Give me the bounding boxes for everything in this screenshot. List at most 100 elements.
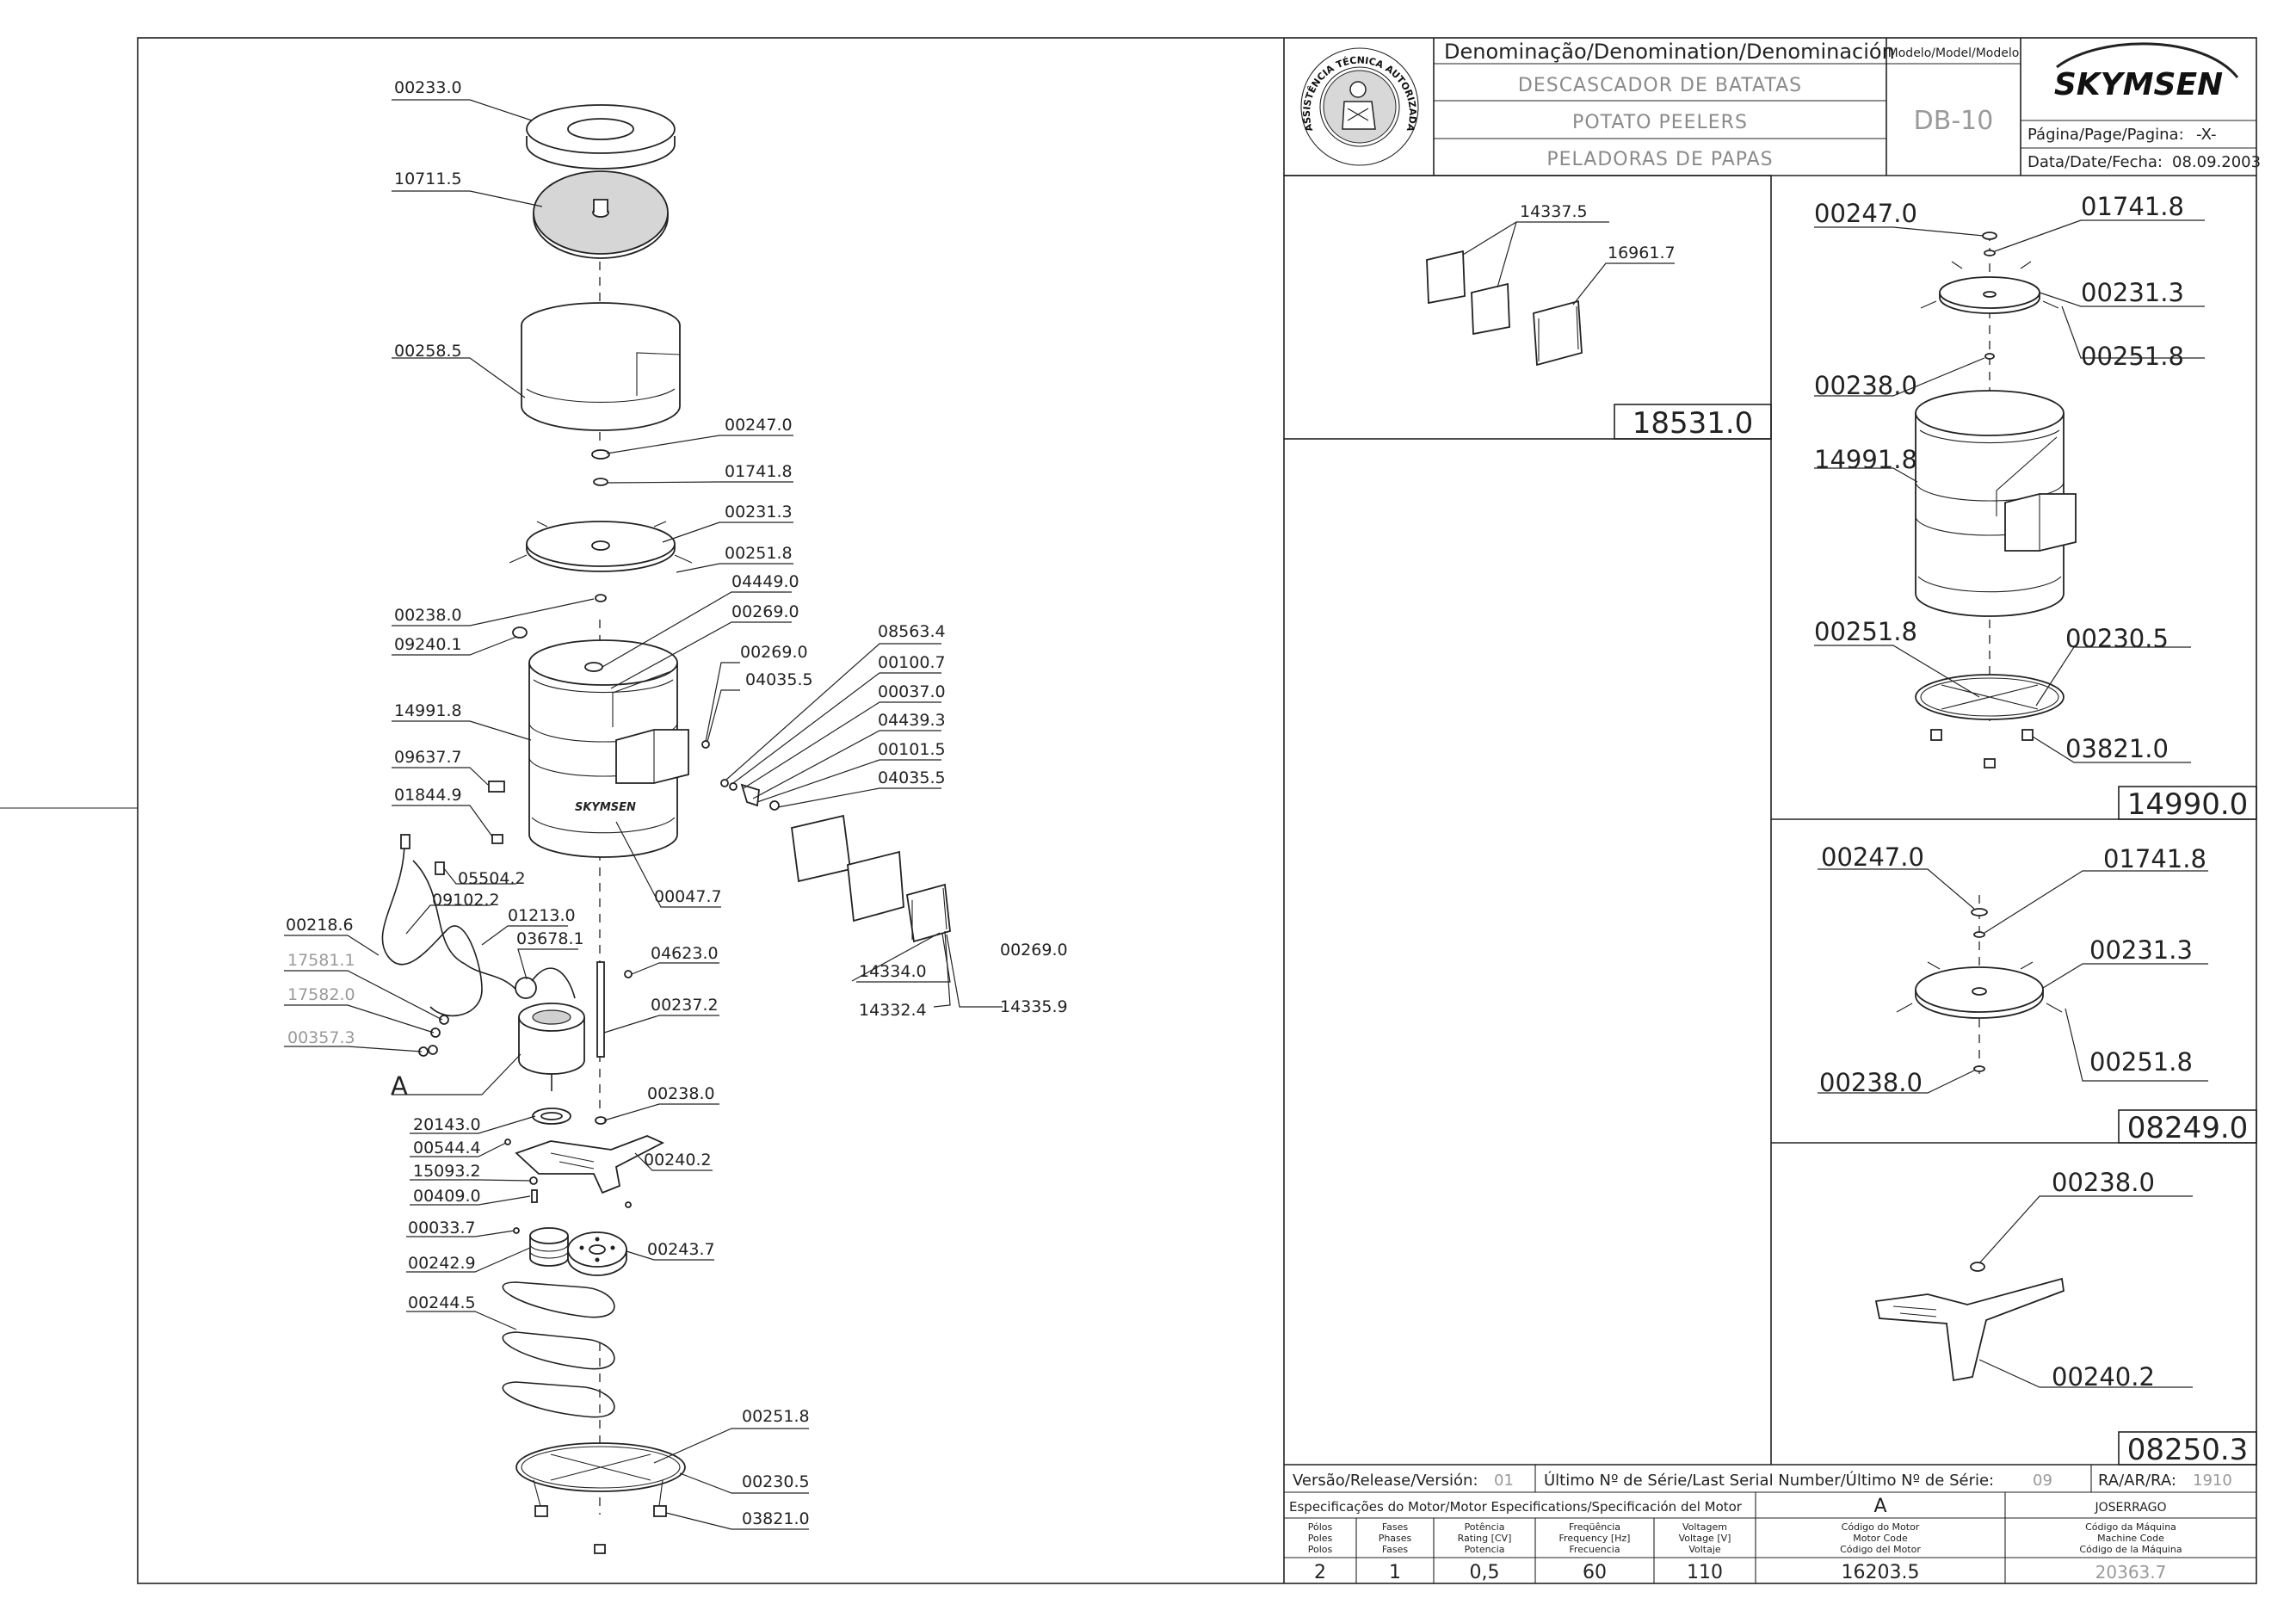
main-label: 00101.5 [878, 740, 946, 759]
spec-col-header: Rating [CV] [1458, 1533, 1512, 1544]
main-label: 00231.3 [725, 503, 793, 521]
main-label: 04035.5 [878, 768, 946, 787]
spec-col-header: Potencia [1465, 1544, 1505, 1555]
name-english: POTATO PEELERS [1572, 112, 1748, 133]
kit-18531-panel: 14337.5 16961.7 18531.0 [1426, 202, 1772, 441]
drawing-author: JOSERRAGO [2095, 1501, 2167, 1515]
spec-col-header: Freqüência [1569, 1521, 1620, 1533]
page-value: -X- [2196, 126, 2217, 144]
kit-14990-label: 01741.8 [2081, 192, 2184, 221]
kit-08249-label: 00251.8 [2089, 1047, 2193, 1077]
main-label: 05504.2 [458, 869, 526, 888]
main-label: 04439.3 [878, 711, 946, 730]
main-label: 00251.8 [742, 1407, 810, 1426]
spec-frequency-value: 60 [1583, 1562, 1607, 1583]
capacitor-small-parts [418, 1015, 449, 1057]
kit-14990-label: 03821.0 [2065, 734, 2169, 763]
main-label: 15093.2 [413, 1162, 481, 1181]
kit-18531-label: 14337.5 [1520, 202, 1588, 221]
spec-col-header: Fases [1382, 1544, 1409, 1555]
main-label: 03678.1 [516, 929, 584, 948]
main-label: 01844.9 [394, 786, 462, 805]
base-00230-part [1915, 674, 2065, 768]
main-leader-lines [284, 99, 1003, 1530]
main-label: 00409.0 [413, 1187, 481, 1206]
page-label: Página/Page/Pagina: [2028, 126, 2184, 144]
main-label: 00251.8 [725, 544, 793, 563]
spec-col-header: Potência [1465, 1521, 1505, 1533]
handle-knob-09240-part [512, 626, 528, 639]
nut-00238-part [1973, 1065, 1985, 1072]
distributor-plate-00231-part [509, 521, 693, 572]
main-label: 03821.0 [742, 1509, 810, 1528]
main-label: 00357.3 [287, 1028, 355, 1047]
main-label: 00544.4 [413, 1139, 481, 1157]
main-label: 20143.0 [413, 1115, 481, 1134]
main-label: 04623.0 [651, 944, 719, 963]
main-label: 00240.2 [644, 1151, 712, 1169]
spec-poles-value: 2 [1314, 1562, 1326, 1583]
main-label: 14335.9 [1000, 997, 1068, 1016]
kit-code: 18531.0 [1633, 406, 1754, 441]
motor-03678-part [515, 967, 585, 1091]
brand-name: SKYMSEN [2054, 67, 2223, 102]
kit-code: 08249.0 [2127, 1111, 2249, 1145]
motor-variant: A [1873, 1496, 1886, 1517]
kit-08249-panel: 00247.0 01741.8 00231.3 00238.0 00251.8 … [1818, 842, 2257, 1145]
plate-00231-part [1896, 961, 2063, 1019]
main-label: 00244.5 [408, 1293, 476, 1312]
kit-code: 08250.3 [2127, 1433, 2249, 1467]
denomination-header: Denominação/Denomination/Denominación [1444, 40, 1895, 64]
main-label: 00230.5 [742, 1472, 810, 1491]
kit-14990-label: 00247.0 [1814, 199, 1917, 228]
spec-col-header: Machine Code [2097, 1533, 2164, 1544]
spec-col-header: Voltaje [1688, 1544, 1721, 1555]
date-label: Data/Date/Fecha: [2028, 153, 2163, 171]
spec-phases-value: 1 [1389, 1562, 1401, 1583]
main-label: 00237.2 [651, 996, 719, 1015]
spec-col-header: Código do Motor [1842, 1521, 1920, 1533]
nut-00238-part [1984, 353, 1995, 360]
spec-motor-code-value: 16203.5 [1842, 1562, 1920, 1583]
coupling-20143-part [532, 1108, 571, 1125]
spec-col-header: Polos [1308, 1544, 1333, 1555]
hub-04449-part [584, 662, 603, 672]
main-label: 00238.0 [394, 606, 462, 625]
kit-08249-label: 01741.8 [2103, 844, 2207, 873]
main-part-labels: 00233.0 10711.5 00258.5 00247.0 01741.8 … [286, 78, 1068, 1528]
spec-rating-value: 0,5 [1470, 1562, 1500, 1583]
main-label: 00269.0 [1000, 941, 1068, 960]
bracket-00544-part [515, 1135, 665, 1194]
spec-machine-code-value: 20363.7 [2095, 1562, 2167, 1583]
door-gasket-14332-part [847, 850, 904, 923]
version-label: Versão/Release/Versión: [1293, 1472, 1478, 1490]
main-label: 00258.5 [394, 342, 462, 361]
gasket-14337-second-part [1471, 282, 1510, 336]
kit-08250-panel: 00238.0 00240.2 08250.3 [1874, 1168, 2257, 1467]
motor-spec-header: Especificações do Motor/Motor Especifica… [1289, 1499, 1743, 1515]
main-label: 00100.7 [878, 653, 946, 672]
shaft-00237-part [596, 961, 605, 1058]
main-label: 00033.7 [408, 1219, 476, 1237]
authorized-service-seal-logo: ASSISTÊNCIA TÉCNICA AUTORIZADA [1300, 47, 1419, 166]
main-label: 01741.8 [725, 462, 793, 481]
main-label: 01213.0 [508, 906, 576, 925]
screw-01741-part [593, 478, 608, 486]
spec-col-header: Código de la Máquina [2079, 1544, 2182, 1555]
main-label: 00047.7 [654, 887, 722, 906]
spec-col-header: Poles [1308, 1533, 1333, 1544]
name-portuguese: DESCASCADOR DE BATATAS [1518, 75, 1802, 96]
main-label: 09637.7 [394, 748, 462, 767]
spec-col-header: Voltage [V] [1679, 1533, 1731, 1544]
agitator-00240-part [1874, 1277, 2065, 1382]
serial-label: Último Nº de Série/Last Serial Number/Úl… [1544, 1471, 1994, 1490]
ra-value: 1910 [2193, 1472, 2232, 1490]
kit-14990-label: 00238.0 [1814, 371, 1917, 400]
door-gasket-14334-part [791, 814, 851, 883]
kit-14990-label: 00251.8 [2081, 342, 2184, 371]
spec-col-header: Código del Motor [1840, 1544, 1921, 1555]
top-lid-00233-part [526, 104, 676, 170]
main-label: 00269.0 [740, 643, 808, 662]
spec-col-header: Phases [1379, 1533, 1412, 1544]
